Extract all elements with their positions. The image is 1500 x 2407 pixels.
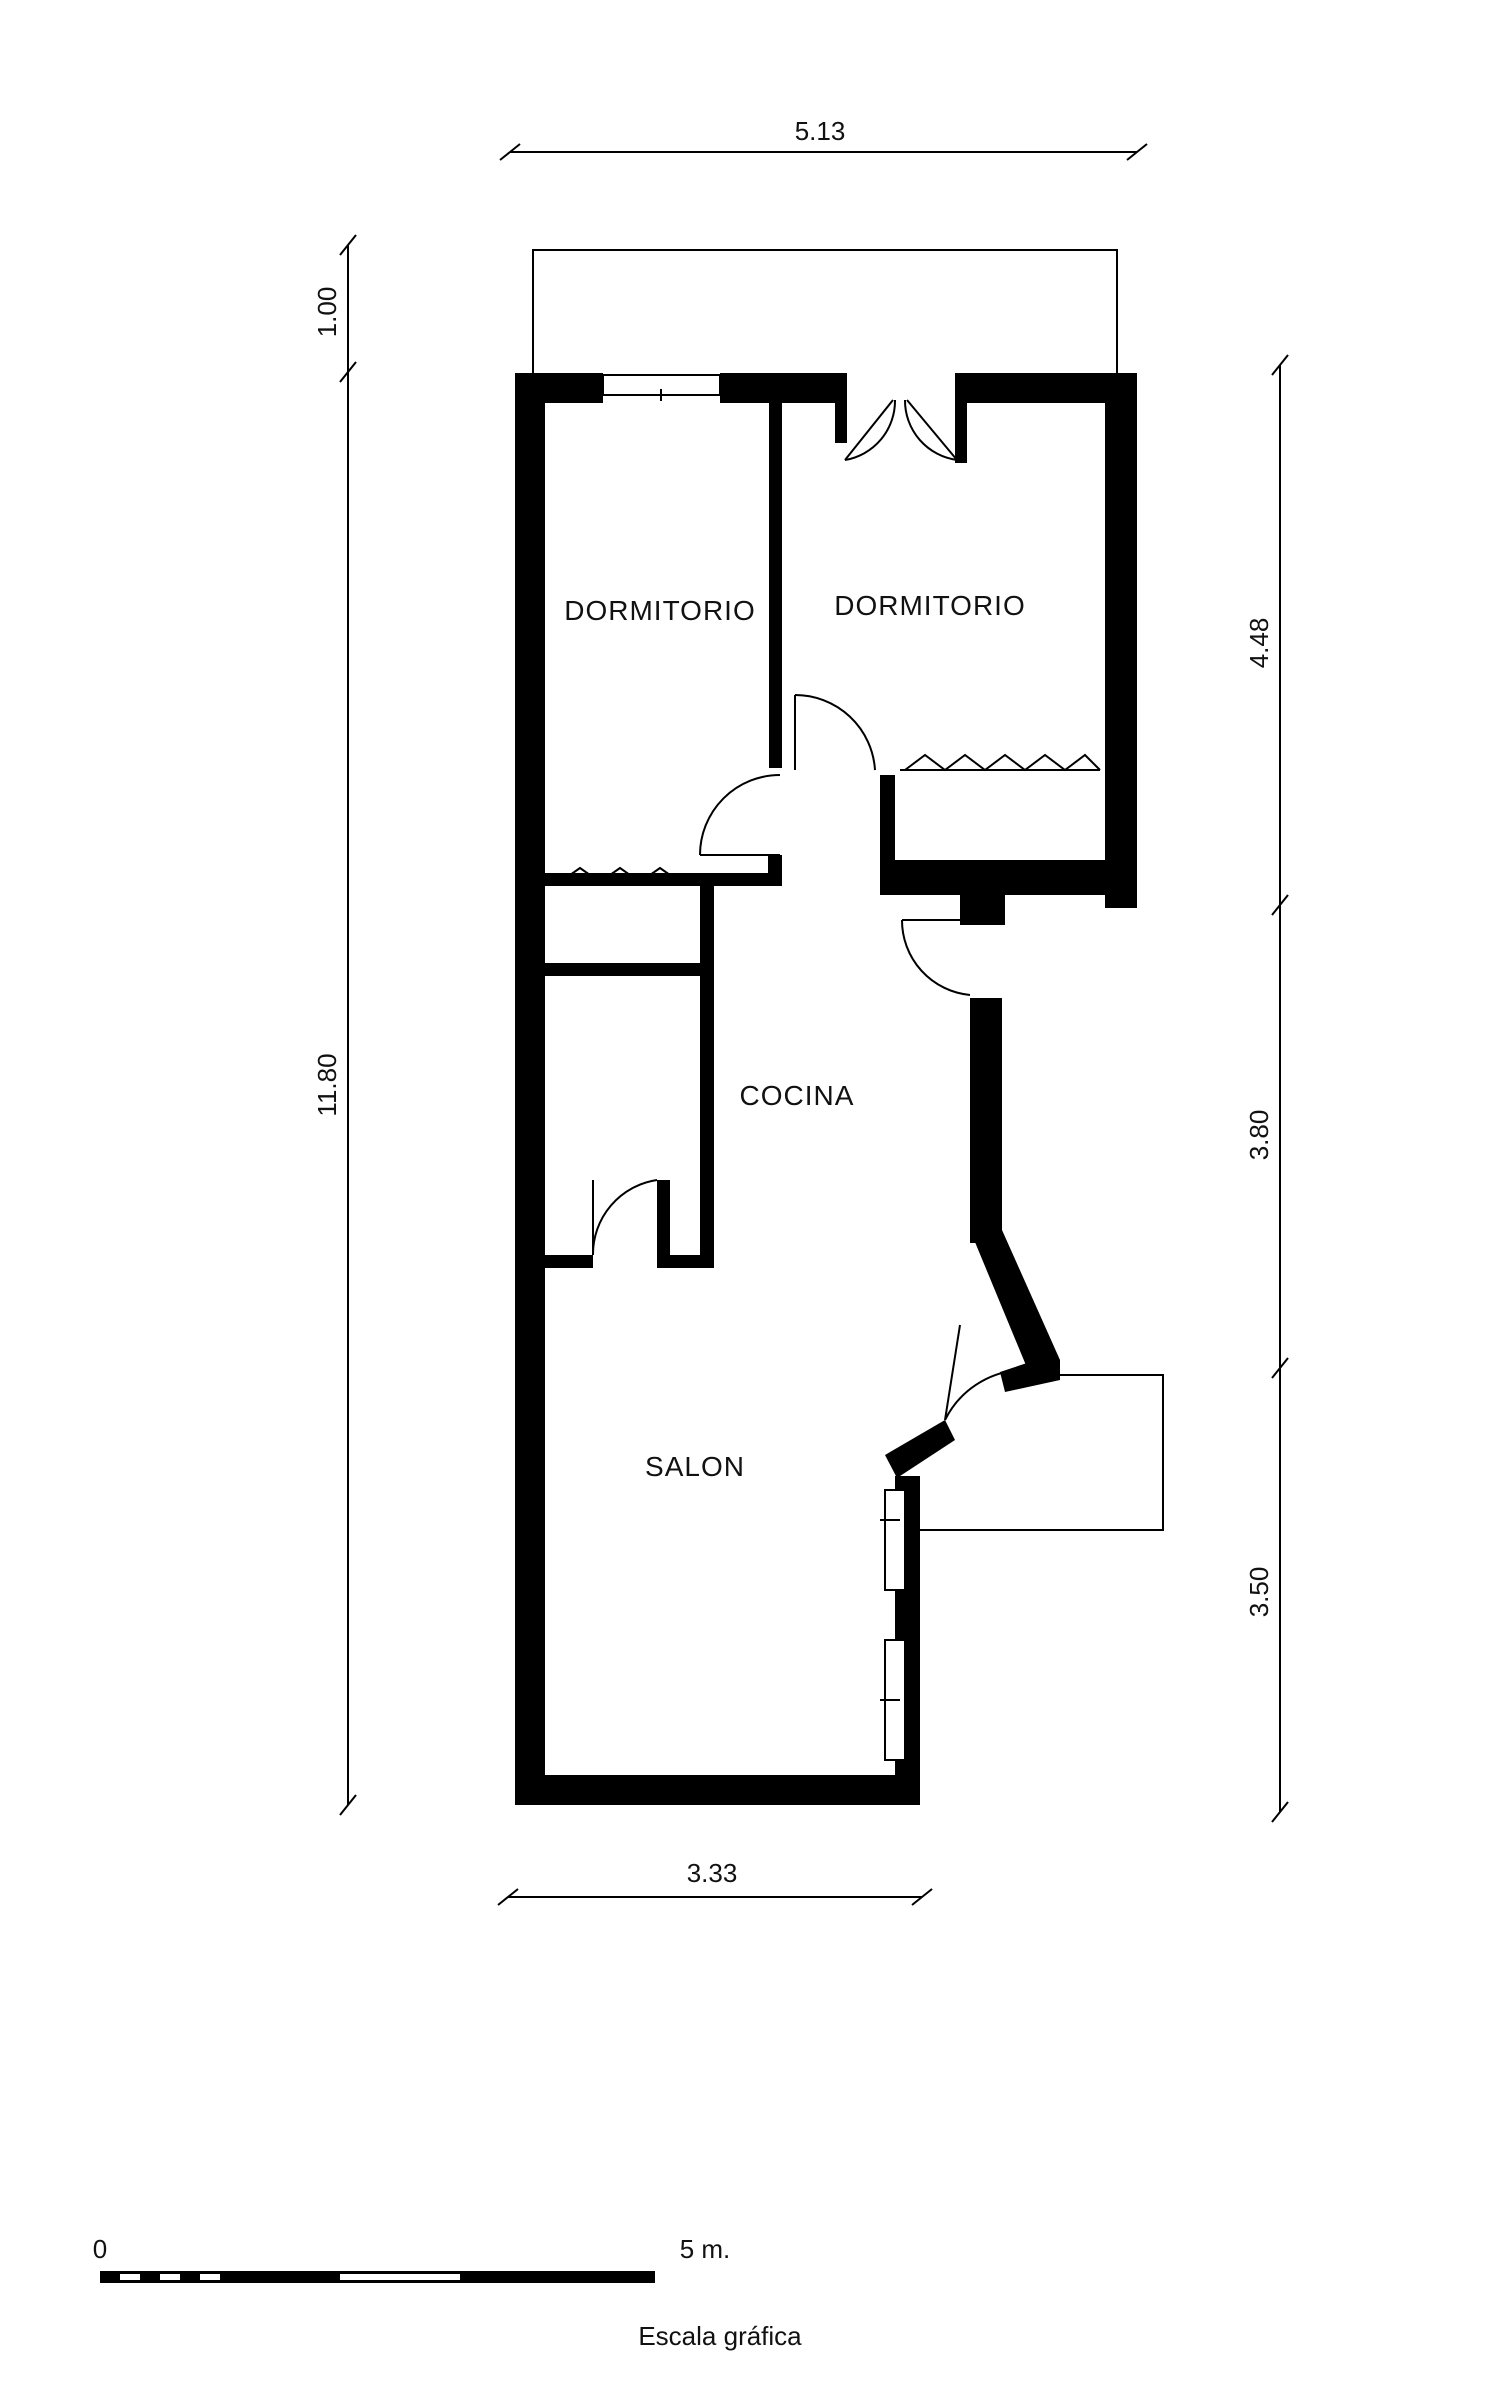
dimension-total-label: 11.80 [312,1053,342,1116]
scale-bar: 0 5 m. Escala gráfica [93,2234,802,2351]
balcony-outline [915,1374,1164,1531]
dimension-top: 5.13 [499,116,1148,161]
scale-end-label: 5 m. [680,2234,731,2264]
scale-caption: Escala gráfica [638,2321,802,2351]
scale-start-label: 0 [93,2234,107,2264]
room-label-kitchen: COCINA [740,1080,855,1111]
room-label-living-room: SALON [645,1451,745,1482]
terrace-outline [532,249,1118,373]
doors [591,399,1021,1421]
dimension-right-upper-label: 4.48 [1244,618,1274,669]
dimension-bottom: 3.33 [497,1858,933,1906]
room-label-bedroom-right: DORMITORIO [834,590,1025,621]
dimension-left: 1.00 11.80 [312,234,357,1816]
dimension-right-middle-label: 3.80 [1244,1110,1274,1161]
dimension-right-lower-label: 3.50 [1244,1567,1274,1618]
dimension-bottom-label: 3.33 [687,1858,738,1888]
dimension-terrace-label: 1.00 [312,287,342,338]
dimension-top-label: 5.13 [795,116,846,146]
walls [515,373,1137,1805]
wardrobe-hangers [550,753,1101,884]
dimension-right: 4.48 3.80 3.50 [1244,354,1289,1823]
room-label-bedroom-left: DORMITORIO [564,595,755,626]
